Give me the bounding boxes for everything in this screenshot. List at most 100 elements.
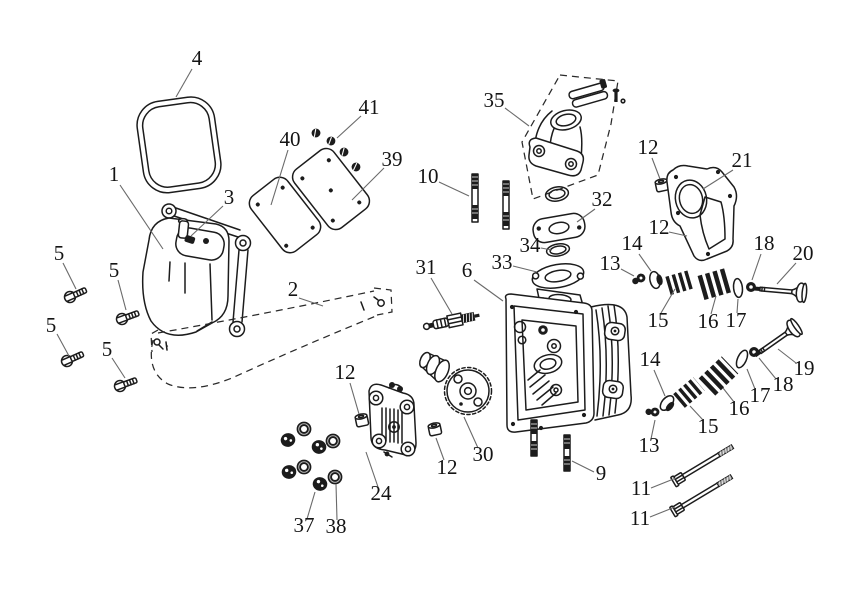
- callout-17-label: 17: [726, 308, 747, 332]
- callout-12-leader: [668, 231, 688, 237]
- callout-37-label: 37: [294, 513, 315, 537]
- callout-15-label: 15: [698, 414, 719, 438]
- callout-14-leader: [653, 369, 666, 397]
- callout-13-leader: [650, 419, 656, 440]
- callout-9-label: 9: [596, 461, 607, 485]
- callout-2-label: 2: [288, 277, 299, 301]
- nuts-washers-drawing: [279, 421, 343, 493]
- cover-gasket-drawing: [136, 96, 222, 194]
- callout-3-label: 3: [224, 185, 235, 209]
- callout-19-leader: [777, 348, 797, 364]
- callout-18-label: 18: [754, 231, 775, 255]
- callout-39-leader: [351, 167, 385, 201]
- callout-24-leader: [365, 451, 379, 488]
- callout-12-leader: [349, 382, 360, 415]
- callout-16-leader: [722, 387, 735, 403]
- callout-6-leader: [473, 279, 504, 302]
- callout-5-leader: [62, 262, 77, 290]
- studs-10-drawing: [471, 173, 510, 230]
- callout-32-label: 32: [592, 187, 613, 211]
- callout-18-label: 18: [773, 372, 794, 396]
- callout-40-label: 40: [280, 127, 301, 151]
- callout-2-leader: [298, 297, 324, 307]
- callout-37-leader: [306, 491, 316, 520]
- callout-12-label: 12: [649, 215, 670, 239]
- gasket-40-drawing: [248, 176, 322, 254]
- callout-21-label: 21: [732, 148, 753, 172]
- callout-30-label: 30: [473, 442, 494, 466]
- insulator-32-drawing: [532, 212, 586, 244]
- callout-4-label: 4: [192, 46, 203, 70]
- callout-12-label: 12: [437, 455, 458, 479]
- bolts-11-drawing: [668, 441, 737, 518]
- callout-15-label: 15: [648, 308, 669, 332]
- callout-21-leader: [702, 169, 734, 190]
- valve-train-drawing: [631, 267, 759, 419]
- callout-38-label: 38: [326, 514, 347, 538]
- callout-17-leader: [746, 368, 756, 390]
- callout-14-label: 14: [622, 231, 644, 255]
- callout-18-leader: [758, 357, 777, 380]
- valves-drawing: [748, 278, 809, 364]
- callout-17-leader: [736, 298, 739, 314]
- callout-15-leader: [660, 288, 676, 314]
- callout-12-label: 12: [335, 360, 356, 384]
- callout-11-label: 11: [631, 476, 651, 500]
- callout-1-leader: [119, 184, 164, 250]
- cylinder-head-drawing: [504, 288, 632, 433]
- spark-plug-drawing: [422, 311, 480, 331]
- callout-20-label: 20: [793, 241, 814, 265]
- intake-manifold-drawing: [521, 74, 626, 202]
- rocker-assembly-drawing: [368, 382, 417, 458]
- callout-3-leader: [190, 205, 224, 237]
- callout-1-label: 1: [109, 162, 120, 186]
- callout-5-label: 5: [54, 241, 65, 265]
- callout-33-leader: [512, 265, 538, 273]
- camshaft-drawing: [419, 351, 493, 416]
- callout-11-leader: [649, 506, 676, 518]
- side-cover-21-drawing: [666, 164, 738, 262]
- callout-6-label: 6: [462, 258, 473, 282]
- callout-16-leader: [710, 295, 717, 315]
- callout-9-leader: [571, 460, 595, 473]
- callout-18-leader: [751, 253, 762, 281]
- callout-34-label: 34: [520, 233, 542, 257]
- callout-30-leader: [463, 416, 479, 449]
- callout-11-leader: [650, 477, 677, 489]
- callout-5-leader: [111, 357, 126, 379]
- callout-5-label: 5: [102, 337, 113, 361]
- callout-5-leader: [117, 279, 127, 311]
- valve-cover-drawing: [141, 203, 252, 338]
- callout-5-leader: [56, 333, 70, 357]
- callout-11-label: 11: [630, 506, 650, 530]
- callout-5-label: 5: [109, 258, 120, 282]
- callout-38-leader: [335, 483, 338, 521]
- callout-33-label: 33: [492, 250, 513, 274]
- callout-41-leader: [336, 115, 362, 139]
- callout-24-label: 24: [371, 481, 393, 505]
- callout-34-leader: [540, 247, 553, 251]
- breather-hose-drawing: [150, 287, 393, 389]
- callout-12-leader: [435, 437, 445, 461]
- cover-bolts-drawing: [58, 284, 142, 394]
- callout-13-label: 13: [600, 251, 621, 275]
- callout-31-label: 31: [416, 255, 437, 279]
- callout-5-label: 5: [46, 313, 57, 337]
- callout-4-leader: [175, 68, 193, 98]
- callout-35-leader: [504, 107, 530, 127]
- callout-17-label: 17: [750, 383, 771, 407]
- callout-16-label: 16: [729, 396, 750, 420]
- callout-13-label: 13: [639, 433, 660, 457]
- o-ring-34-drawing: [545, 243, 571, 257]
- callout-14-leader: [638, 253, 652, 272]
- callout-13-leader: [620, 268, 635, 277]
- callout-19-label: 19: [794, 356, 815, 380]
- callout-10-leader: [438, 181, 470, 197]
- callout-20-leader: [776, 262, 797, 285]
- callout-12-label: 12: [638, 135, 659, 159]
- callout-39-label: 39: [382, 147, 403, 171]
- callout-10-label: 10: [418, 164, 439, 188]
